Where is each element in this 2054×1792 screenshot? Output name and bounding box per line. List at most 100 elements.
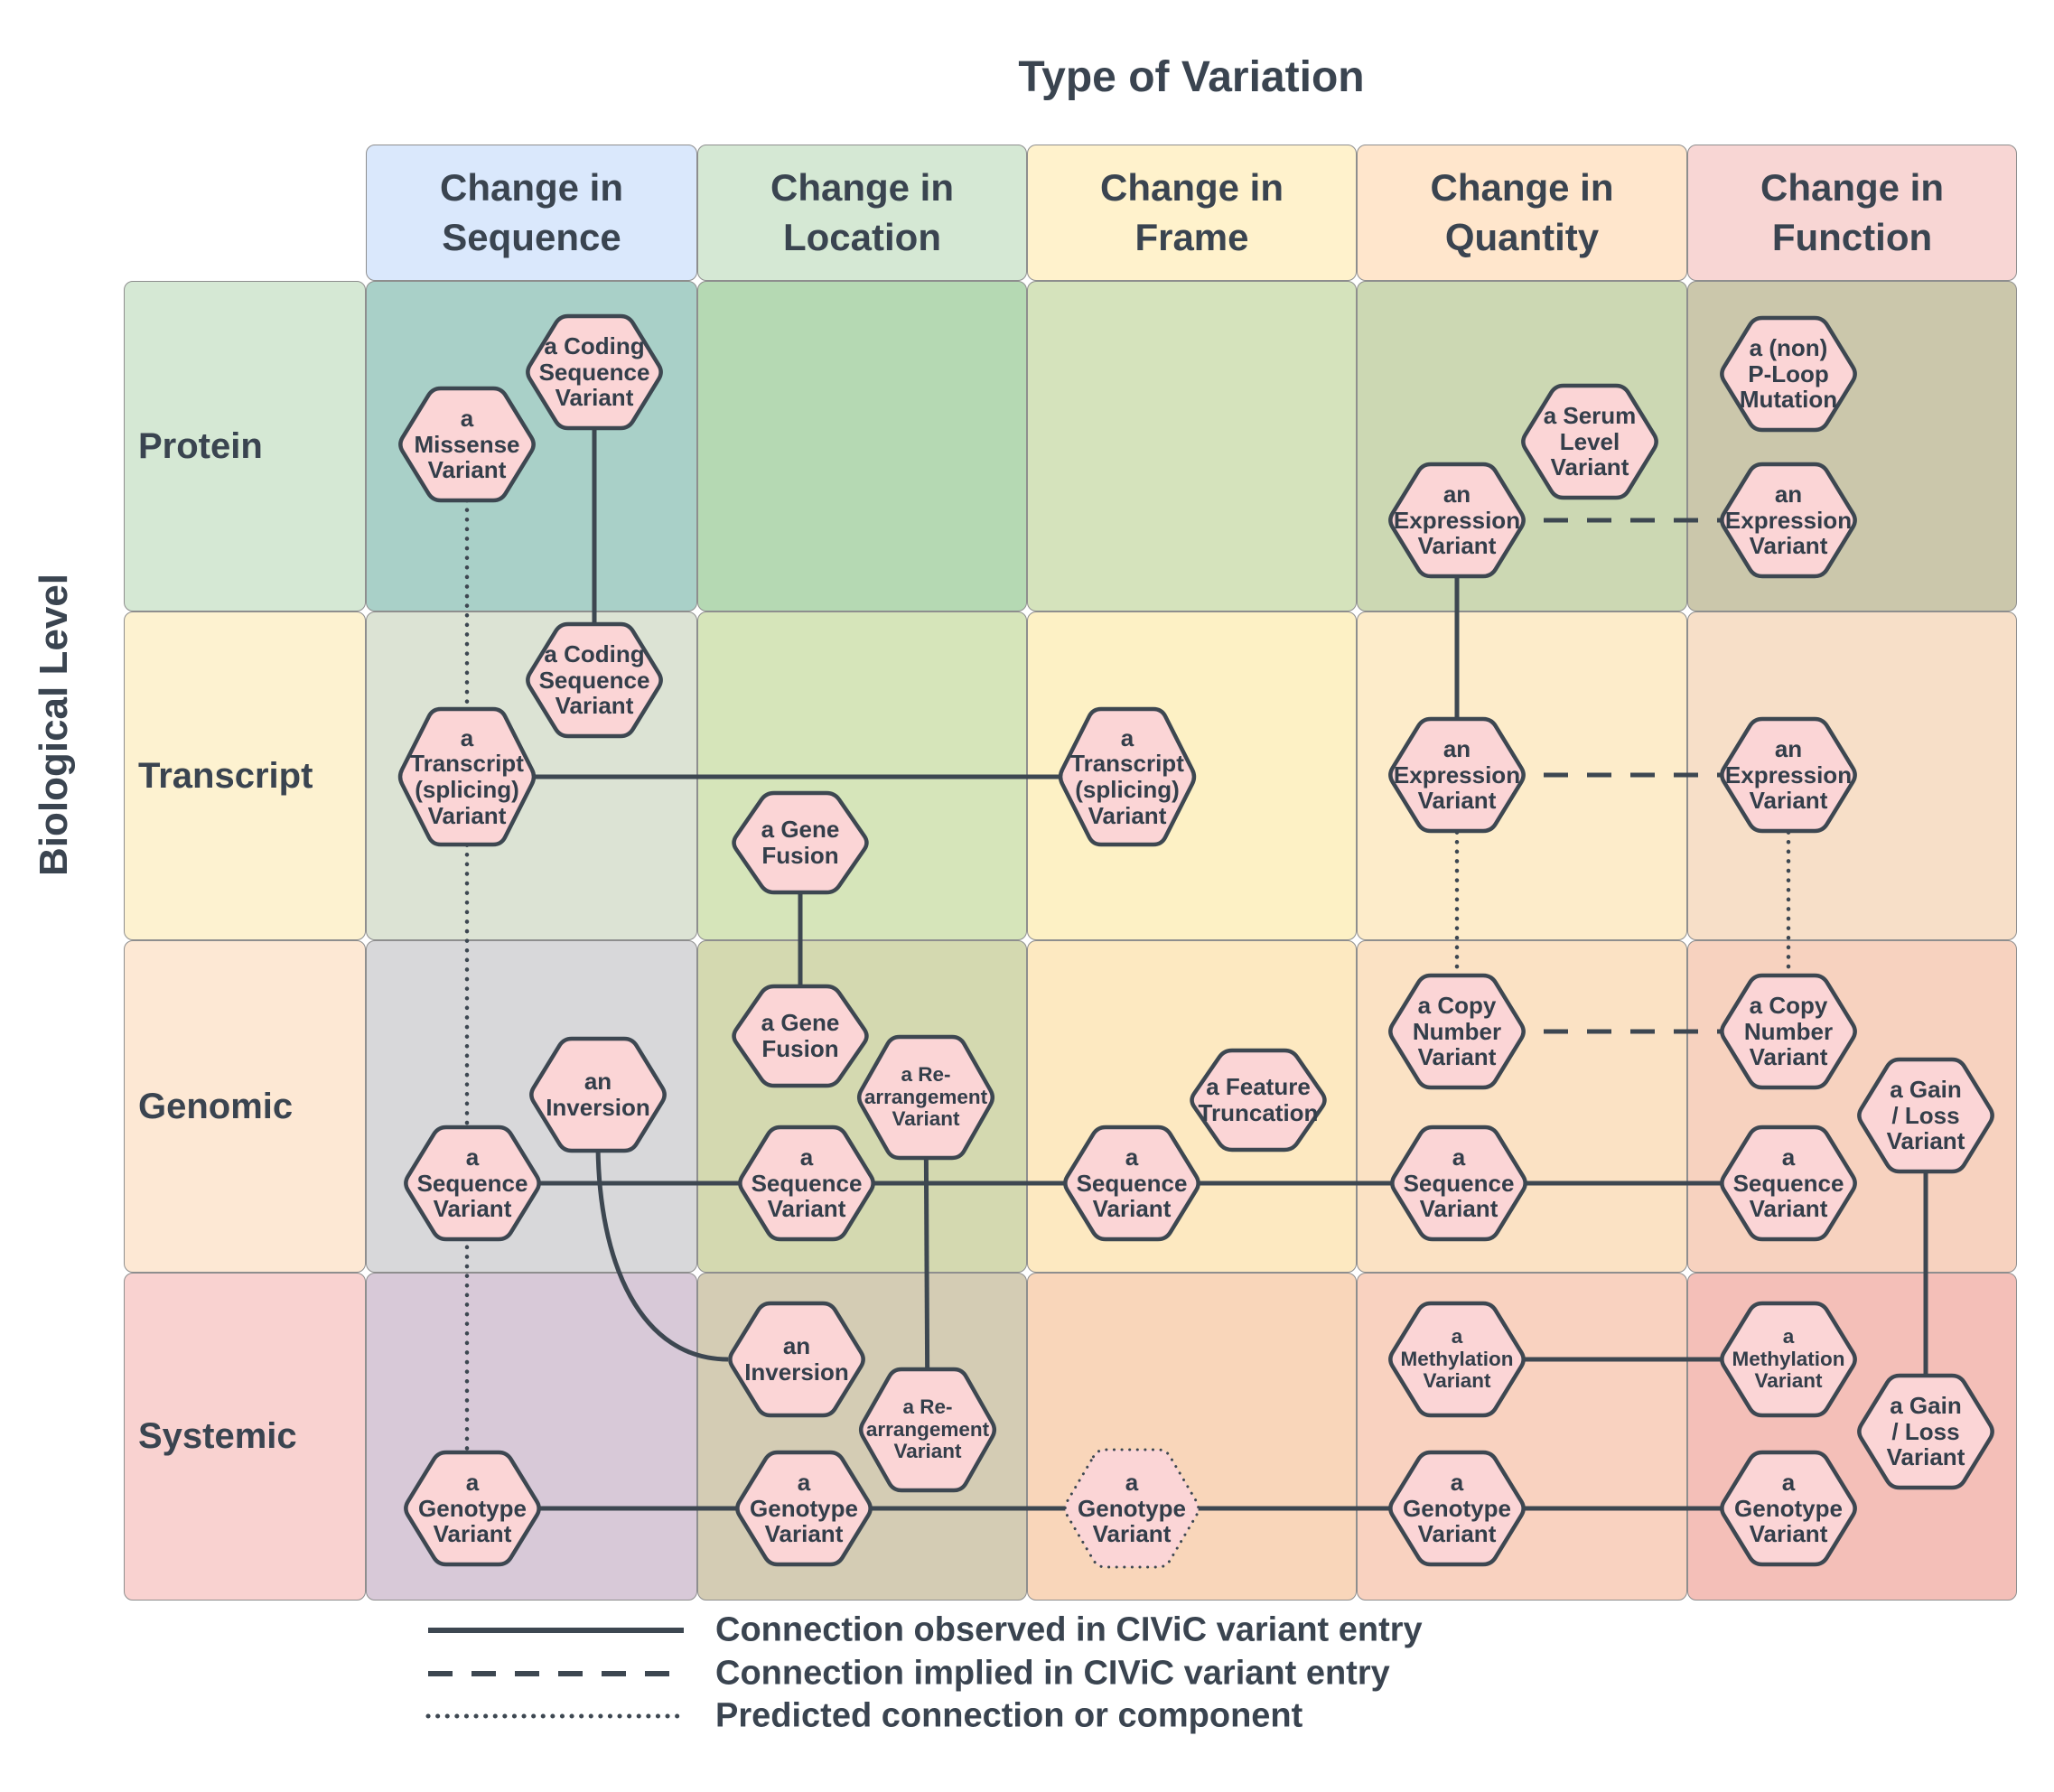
hexagon-shape [1388, 973, 1526, 1090]
hexagon-shape [404, 1450, 541, 1567]
hexagon-shape [1063, 1448, 1200, 1569]
hexagon-shape [1720, 1301, 1857, 1418]
hexagon-shape [732, 984, 869, 1088]
hexagon-shape [1857, 1057, 1994, 1174]
cell-protein-location [697, 281, 1027, 611]
hexagon-shape [1720, 1450, 1857, 1567]
hexagon-shape [1720, 716, 1857, 834]
hexagon-shape [526, 313, 663, 431]
hexagon-shape [1720, 462, 1857, 579]
hexagon-shape [1388, 1301, 1526, 1418]
legend-label-dotted: Predicted connection or component [715, 1696, 1303, 1735]
hexagon-shape [1388, 462, 1526, 579]
row-label-protein: Protein [124, 281, 366, 611]
hexagon-shape [1190, 1048, 1327, 1153]
column-header-function: Change in Function [1687, 145, 2017, 281]
hexagon-shape [404, 1125, 541, 1242]
hexagon-shape [1390, 1125, 1527, 1242]
hexagon-shape [728, 1301, 865, 1418]
cell-systemic-sequence [366, 1273, 697, 1601]
hexagon-shape [1720, 1125, 1857, 1242]
legend-label-dashed: Connection implied in CIViC variant entr… [715, 1654, 1390, 1693]
legend-label-solid: Connection observed in CIViC variant ent… [715, 1610, 1423, 1649]
hexagon-shape [1388, 1450, 1526, 1567]
hexagon-shape [1063, 1125, 1200, 1242]
hexagon-shape [856, 1034, 995, 1161]
hexagon-shape [858, 1367, 997, 1493]
hexagon-shape [529, 1036, 667, 1153]
row-label-systemic: Systemic [124, 1273, 366, 1601]
cell-protein-frame [1027, 281, 1357, 611]
hexagon-shape [732, 790, 869, 895]
hexagon-shape [1720, 973, 1857, 1090]
hexagon-shape [1720, 315, 1857, 433]
hexagon-shape [1857, 1373, 1994, 1490]
column-header-sequence: Change in Sequence [366, 145, 697, 281]
column-header-frame: Change in Frame [1027, 145, 1357, 281]
edge-inversion-genomic--inversion-systemic [595, 1141, 729, 1362]
row-label-transcript: Transcript [124, 611, 366, 940]
hexagon-shape [1058, 706, 1197, 847]
hexagon-shape [735, 1450, 873, 1567]
hexagon-shape [738, 1125, 875, 1242]
hexagon-shape [1521, 383, 1658, 500]
cell-systemic-frame [1027, 1273, 1357, 1601]
